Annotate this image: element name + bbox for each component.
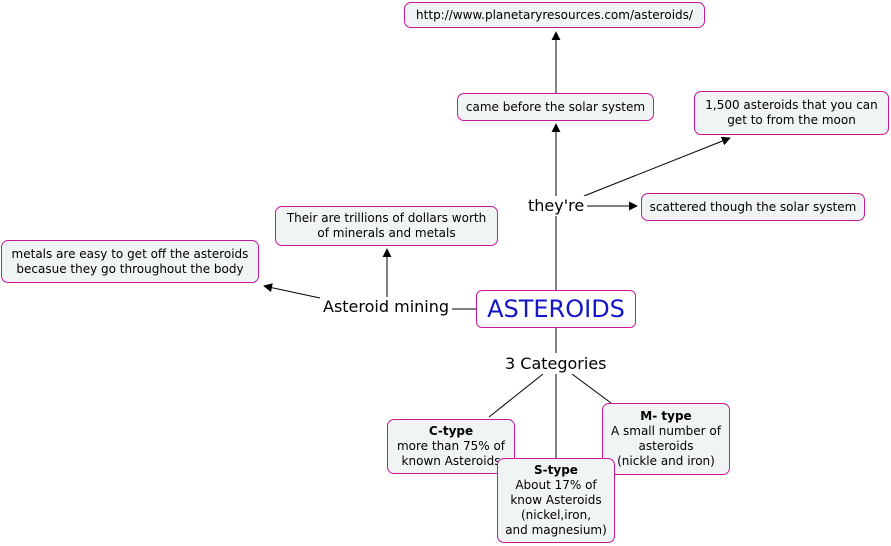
node-moon[interactable]: 1,500 asteroids that you can get to from… xyxy=(694,91,889,135)
node-s-type[interactable]: S-type About 17% of know Asteroids (nick… xyxy=(497,458,615,543)
c-type-line-2: known Asteroids xyxy=(401,454,501,468)
s-type-line-2: know Asteroids xyxy=(510,493,602,507)
s-type-title: S-type xyxy=(534,463,578,477)
s-type-line-3: (nickel,iron, xyxy=(520,508,592,522)
node-url[interactable]: http://www.planetaryresources.com/astero… xyxy=(404,2,705,28)
link-theyre-moon xyxy=(583,136,731,197)
s-type-line-1: About 17% of xyxy=(515,478,597,492)
node-m-type[interactable]: M- type A small number of asteroids (nic… xyxy=(602,403,730,475)
moon-line-2: get to from the moon xyxy=(727,113,856,127)
main-concept-text: ASTEROIDS xyxy=(487,295,625,323)
scattered-text: scattered though the solar system xyxy=(649,199,857,214)
node-c-type[interactable]: C-type more than 75% of known Asteroids xyxy=(387,419,515,474)
came-before-text: came before the solar system xyxy=(465,99,646,114)
c-type-title: C-type xyxy=(428,424,474,438)
trillions-line-1: Their are trillions of dollars worth xyxy=(286,211,487,225)
node-trillions[interactable]: Their are trillions of dollars worth of … xyxy=(275,206,498,246)
link-label-categories: 3 Categories xyxy=(502,354,610,374)
link-label-theyre: they're xyxy=(525,196,588,216)
node-metals[interactable]: metals are easy to get off the asteroids… xyxy=(1,240,259,283)
node-came-before[interactable]: came before the solar system xyxy=(457,93,654,121)
m-type-title: M- type xyxy=(640,409,692,423)
m-type-line-2: asteroids xyxy=(638,439,694,453)
s-type-line-4: and magnesium) xyxy=(505,523,607,537)
trillions-line-2: of minerals and metals xyxy=(317,226,456,240)
m-type-line-3: (nickle and iron) xyxy=(617,454,715,468)
url-text: http://www.planetaryresources.com/astero… xyxy=(416,7,693,22)
c-type-line-1: more than 75% of xyxy=(396,439,506,453)
link-label-mining: Asteroid mining xyxy=(320,297,453,317)
metals-line-1: metals are easy to get off the asteroids xyxy=(11,246,249,261)
link-categories-ctype xyxy=(488,373,544,418)
m-type-line-1: A small number of xyxy=(610,424,721,438)
link-categories-mtype xyxy=(571,373,612,404)
moon-line-1: 1,500 asteroids that you can xyxy=(705,98,878,112)
main-concept-asteroids[interactable]: ASTEROIDS xyxy=(476,290,636,328)
link-mining-metals xyxy=(263,283,321,299)
metals-line-2: becasue they go throughout the body xyxy=(16,261,244,276)
node-scattered[interactable]: scattered though the solar system xyxy=(641,193,865,221)
